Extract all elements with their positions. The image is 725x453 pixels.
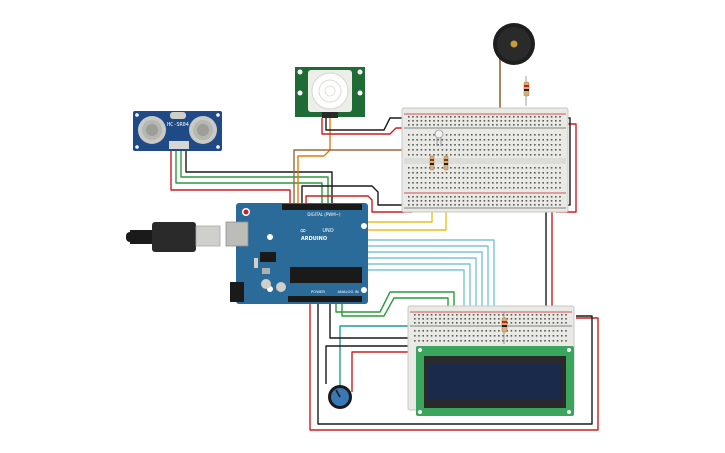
arduino-digital-header: DIGITAL (PWM~) (307, 212, 341, 217)
wire-pir-vcc[interactable] (321, 118, 410, 135)
potentiometer[interactable] (328, 385, 352, 409)
ultrasonic-sensor[interactable]: HC-SR04 (133, 111, 222, 151)
pir-sensor[interactable] (295, 67, 365, 118)
wire-sonar-gnd[interactable] (185, 148, 333, 206)
buzzer-resistor (523, 76, 530, 106)
piezo-buzzer[interactable] (493, 23, 535, 65)
led-resistors (429, 155, 449, 171)
wire-gnd-rail[interactable] (301, 185, 412, 206)
arduino-brand: ARDUINO (301, 236, 327, 242)
wire-sonar-echo[interactable] (180, 148, 329, 206)
arduino-analog-header: ANALOG IN (337, 289, 358, 294)
wire-pir-gnd[interactable] (325, 117, 410, 131)
arduino-power-header: POWER (311, 289, 325, 294)
wire-bottom-black[interactable] (317, 300, 593, 425)
arduino-model: UNO (322, 228, 333, 234)
lcd-screen (428, 364, 562, 400)
breadboard-top[interactable] (401, 107, 569, 213)
arduino-uno-board[interactable]: DIGITAL (PWM~) POWER ANALOG IN ∞ ARDUINO… (126, 203, 368, 304)
wire-sonar-trig[interactable] (175, 148, 323, 206)
atmega-chip (290, 267, 362, 283)
lcd-backlight-resistor (501, 312, 508, 344)
wire-bottom-red[interactable] (309, 300, 599, 431)
wire-bb2-green-1[interactable] (335, 291, 455, 352)
wire-5v-rail[interactable] (305, 195, 412, 213)
led-indicators[interactable] (434, 129, 444, 146)
wire-bb2-gnd[interactable] (329, 300, 419, 340)
lcd-16x2-display[interactable] (416, 346, 574, 416)
usb-cable[interactable] (126, 222, 221, 252)
breadboard-top-holes (408, 116, 561, 206)
wire-pir-out[interactable] (297, 118, 331, 206)
wire-sonar-vcc[interactable] (170, 148, 291, 206)
arduino-infinity-logo: ∞ (300, 226, 307, 235)
ultrasonic-label: HC-SR04 (167, 122, 189, 128)
breadboard-bottom-holes (414, 314, 567, 342)
